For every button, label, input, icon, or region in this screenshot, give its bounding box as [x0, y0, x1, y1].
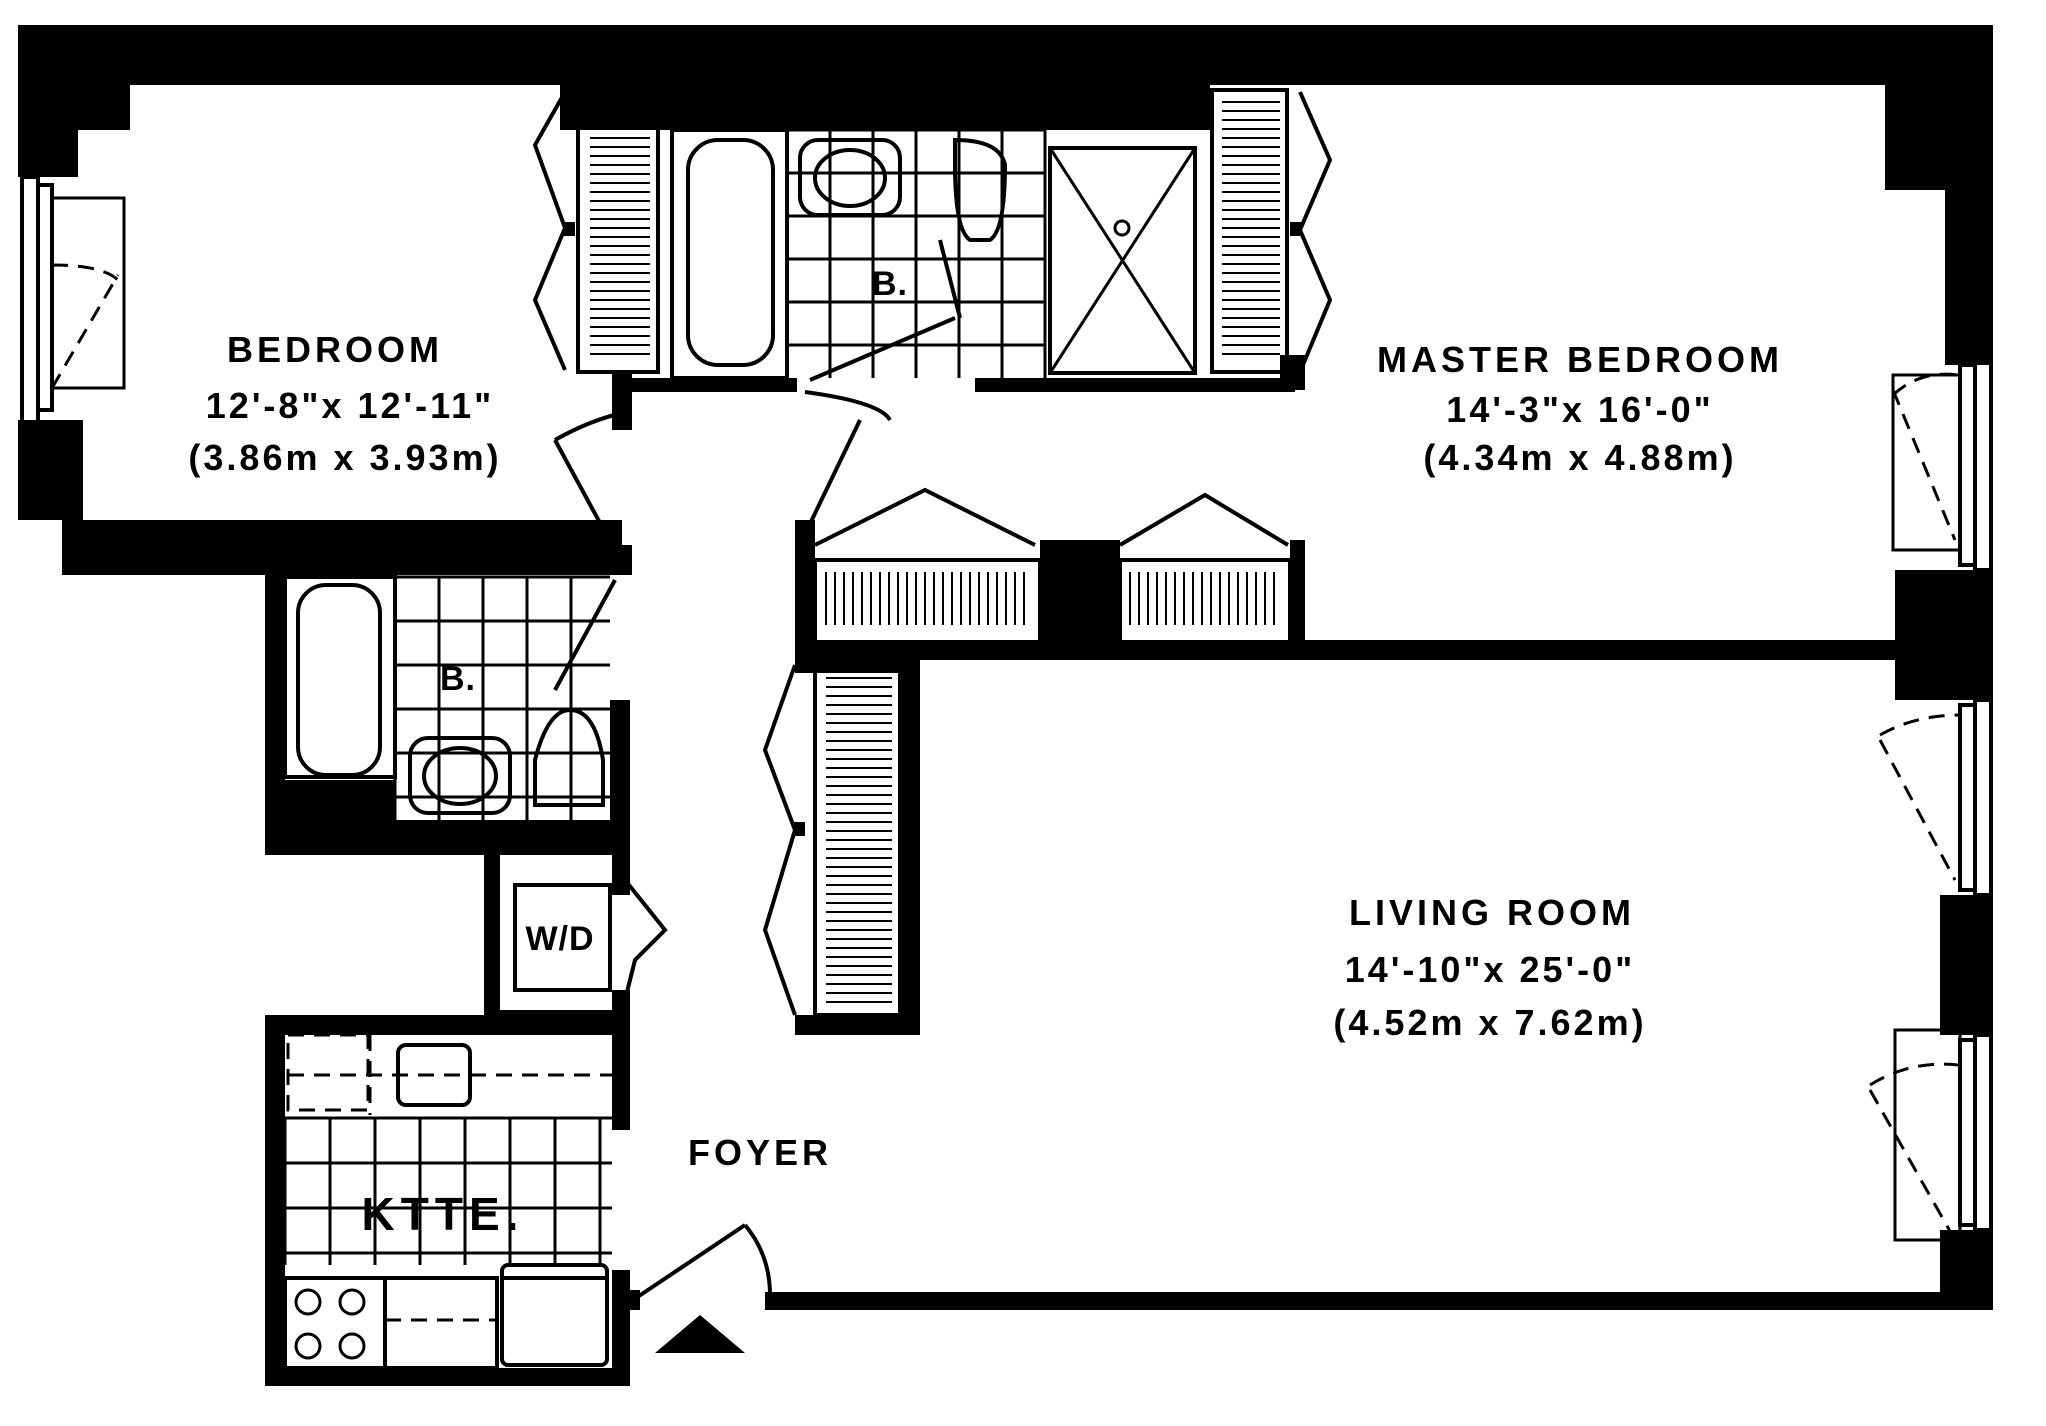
right-wall-1 — [1945, 85, 1993, 365]
lower-bath-bottom-wall — [265, 820, 620, 855]
entry-door-leaf — [628, 1223, 747, 1304]
refrigerator — [500, 1263, 609, 1367]
living-room-dimensions-metric: (4.52m x 7.62m) — [1333, 1002, 1646, 1043]
bath-bottom-wall-1 — [622, 378, 797, 392]
foyer-closet-right — [900, 655, 920, 1035]
walls — [18, 25, 1993, 1386]
foyer-closet-bottom — [795, 1015, 920, 1035]
doors — [553, 390, 892, 1304]
lower-bathroom — [283, 575, 617, 820]
upper-bath-label: B. — [872, 265, 908, 303]
foyer-label: FOYER — [688, 1132, 832, 1173]
bedroom-door-arc — [554, 410, 627, 442]
bedroom-bottom-wall — [62, 520, 622, 575]
kitchen-right-wall-bottom — [612, 1270, 630, 1386]
wd-right-jamb-top — [612, 855, 630, 895]
right-wall-2 — [1895, 570, 1993, 700]
bath-bottom-wall-2 — [975, 378, 1295, 392]
laundry-closet — [513, 878, 668, 1001]
windows — [20, 175, 1993, 1242]
washer-dryer — [513, 883, 612, 992]
closet-right-jamb — [1290, 540, 1305, 650]
closet-left-jamb — [795, 520, 815, 660]
bedroom-window — [20, 175, 126, 424]
closets — [532, 88, 1333, 1017]
living-room-dimensions-imperial: 14'-10"x 25'-0" — [1345, 949, 1635, 990]
kitchen-left-wall — [265, 1015, 285, 1385]
living-room-bottom-wall — [765, 1292, 1993, 1310]
bedroom-label: BEDROOM — [227, 329, 443, 370]
master-closet-right — [1118, 492, 1292, 647]
master-bedroom-closet — [1210, 88, 1333, 374]
master-bedroom-dimensions-imperial: 14'-3"x 16'-0" — [1446, 389, 1713, 430]
lower-bath-label: B. — [440, 660, 476, 698]
upper-toilet — [953, 137, 1008, 242]
kitchen-top-wall — [265, 1015, 630, 1035]
lower-bathtub — [296, 583, 382, 777]
washer-dryer-label: W/D — [525, 920, 594, 958]
left-wall-lower — [18, 420, 83, 520]
lower-bath-door — [553, 579, 617, 691]
lower-sink — [408, 736, 512, 815]
lower-bath-right-wall — [610, 700, 630, 855]
master-bedroom-label: MASTER BEDROOM — [1377, 339, 1783, 380]
master-door-arc — [804, 390, 892, 422]
shower — [1048, 146, 1197, 375]
bath-top-wall — [560, 85, 1210, 130]
bedroom-dimensions-imperial: 12'-8"x 12'-11" — [206, 385, 494, 426]
upper-bathtub — [686, 138, 775, 367]
top-wall — [18, 25, 1993, 85]
kitchenette — [283, 1033, 612, 1370]
upper-sink — [798, 138, 902, 217]
living-room-window-upper — [1878, 698, 1993, 897]
kitchen-sink — [396, 1043, 472, 1107]
living-room-label: LIVING ROOM — [1349, 892, 1635, 933]
room-labels: BEDROOM 12'-8"x 12'-11" (3.86m x 3.93m) … — [188, 265, 1783, 1240]
kitchenette-label: KTTE. — [362, 1188, 525, 1240]
bedroom-dimensions-metric: (3.86m x 3.93m) — [188, 437, 501, 478]
kitchen-bottom-wall — [265, 1368, 630, 1386]
living-room-window-lower — [1868, 1028, 1993, 1242]
master-door-leaf — [805, 419, 862, 531]
left-wall-upper — [18, 85, 78, 177]
bedroom-door-leaf — [553, 439, 614, 546]
entry-door-arc — [743, 1223, 772, 1296]
upper-bathroom — [670, 128, 1197, 382]
master-closet-left — [813, 487, 1042, 647]
upper-bath-door — [809, 239, 962, 382]
foyer-closet — [762, 663, 902, 1017]
wd-left-wall — [484, 855, 500, 1015]
entrance-arrow-icon — [655, 1315, 745, 1353]
bedroom-closet — [532, 88, 660, 374]
right-wall-3 — [1940, 895, 1993, 1035]
lower-toilet — [533, 707, 605, 807]
master-bedroom-dimensions-metric: (4.34m x 4.88m) — [1423, 437, 1736, 478]
closet-divider-wall — [1040, 540, 1120, 650]
bath-door-jamb — [612, 545, 632, 575]
master-bedroom-window — [1891, 358, 1993, 572]
kitchen-right-wall-top — [612, 1015, 630, 1130]
